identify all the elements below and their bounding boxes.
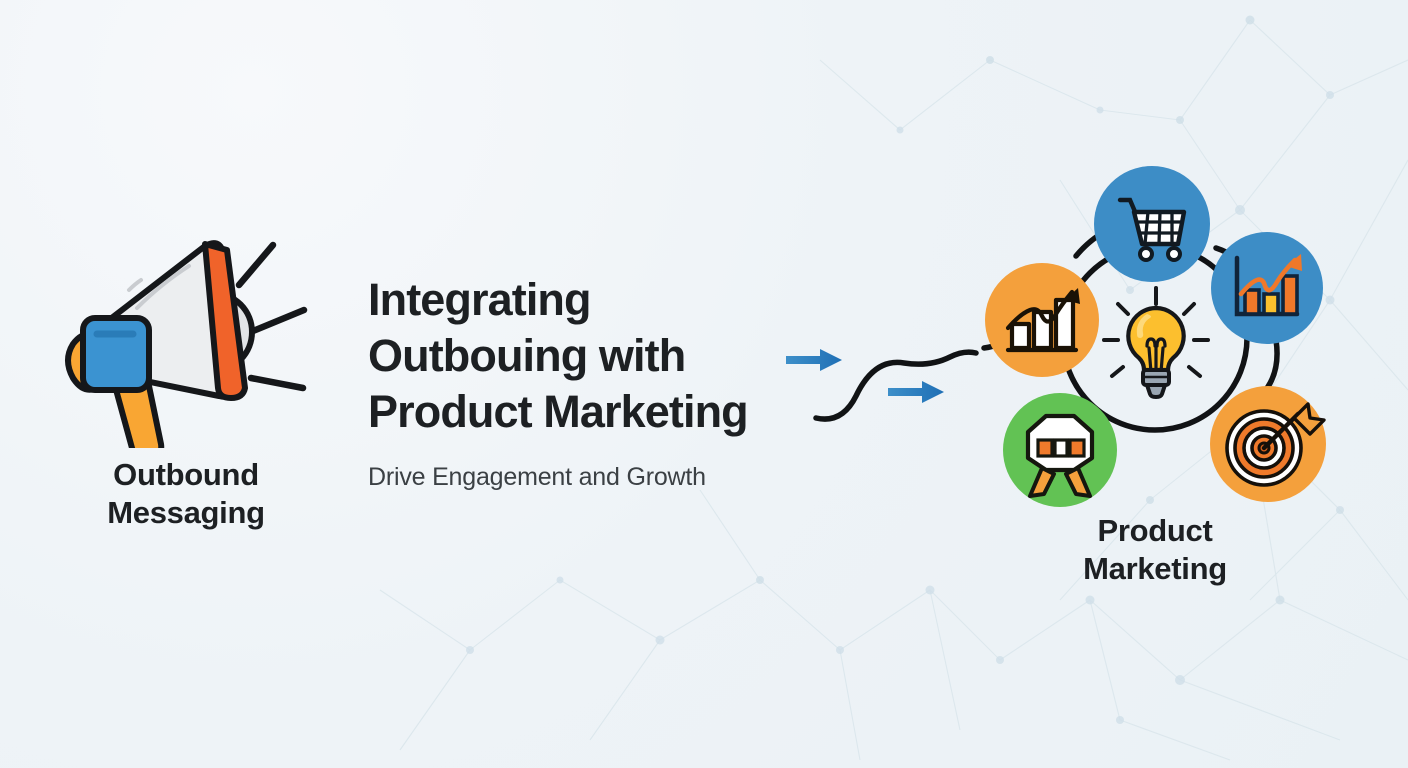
megaphone-icon	[65, 240, 308, 448]
page-title: Integrating Outbouing with Product Marke…	[368, 272, 820, 440]
lightbulb-rays	[1102, 286, 1210, 378]
outbound-messaging-label: Outbound Messaging	[36, 456, 336, 533]
shopping-cart-icon	[1117, 197, 1187, 262]
headline-line1: Integrating	[368, 274, 591, 325]
product-marketing-label-line2: Marketing	[1083, 551, 1227, 587]
growth-bar-chart-icon	[1234, 254, 1302, 317]
cluster-node-award-banner[interactable]	[1003, 393, 1117, 507]
outbound-messaging-block: Outbound Messaging	[36, 238, 336, 533]
outbound-messaging-label-line2: Messaging	[107, 495, 265, 531]
outbound-messaging-label-line1: Outbound	[113, 457, 259, 492]
headline-line2: Outbouing with	[368, 330, 686, 382]
page-subtitle: Drive Engagement and Growth	[368, 463, 706, 492]
award-banner-icon	[1025, 413, 1095, 498]
s-curve-line	[813, 349, 979, 422]
arrow-right-icon-bottom	[888, 381, 944, 403]
cluster-node-target[interactable]	[1210, 386, 1326, 502]
bar-chart-arrow-icon	[1005, 288, 1080, 353]
cluster-node-growth-chart[interactable]	[1211, 232, 1323, 344]
product-marketing-cluster	[981, 166, 1326, 507]
cluster-node-bar-chart-arrow[interactable]	[985, 263, 1099, 377]
sound-wave-lines	[235, 241, 308, 392]
headline-block: Integrating Outbouing with Product Marke…	[368, 272, 820, 492]
arrow-right-icon-top	[786, 349, 842, 371]
connector-arrows	[786, 349, 979, 422]
product-marketing-label-line1: Product	[1097, 513, 1213, 548]
cluster-node-shopping-cart[interactable]	[1094, 166, 1210, 282]
target-bullseye-icon	[1225, 402, 1326, 487]
lightbulb-icon	[1102, 286, 1210, 399]
headline-line3: Product Marketing	[368, 386, 749, 438]
product-marketing-label: Product Marketing	[955, 512, 1355, 589]
product-marketing-block: Product Marketing	[955, 160, 1355, 589]
